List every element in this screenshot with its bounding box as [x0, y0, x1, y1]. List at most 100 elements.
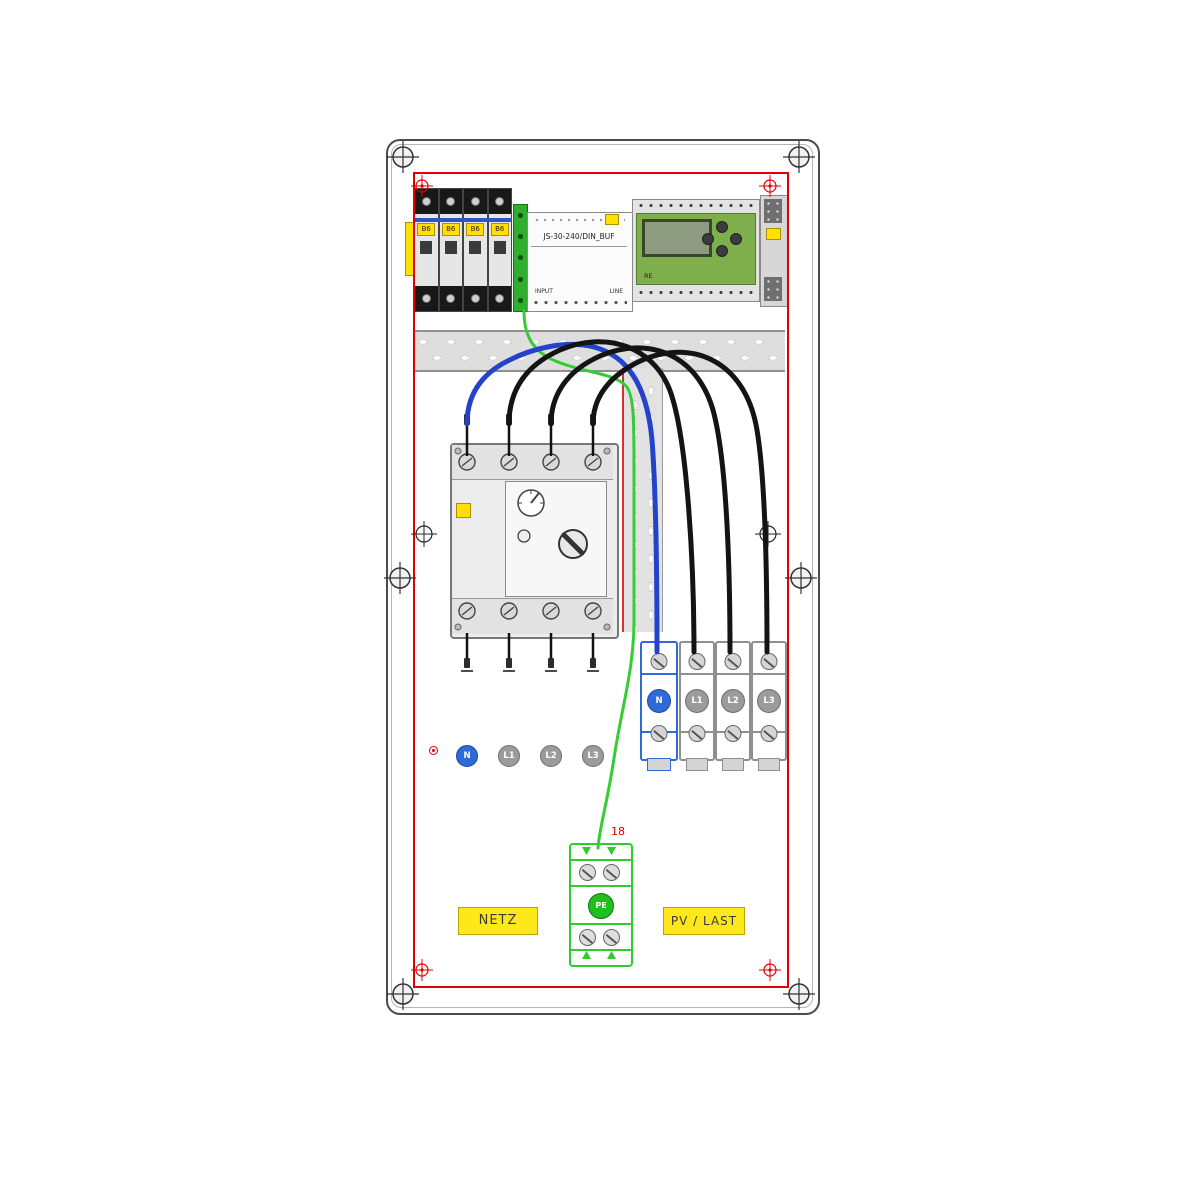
pe-terminal-block: PE [569, 843, 633, 967]
breaker-bottom-terminal [439, 286, 462, 311]
breaker-toggle [469, 241, 482, 254]
screw-dot [446, 294, 456, 303]
screw-dot [470, 197, 480, 206]
psu-device-tag [605, 214, 619, 225]
pe-divider [571, 885, 631, 887]
output-designator-l2: L2 [540, 745, 562, 767]
plc-button-left [702, 233, 714, 245]
contactor-top-terminal-strip [452, 445, 613, 480]
breaker-bottom-terminal [464, 286, 487, 311]
breaker-pole-1: B6 [414, 188, 439, 312]
terminal-screw [760, 725, 778, 742]
terminal-label-l2: L2 [721, 689, 745, 713]
screw-dot [421, 197, 431, 206]
breaker-rating-label: B6 [441, 223, 460, 236]
terminal-dot [518, 276, 523, 282]
psu-vent-holes [533, 216, 625, 224]
zone-label-netz: NETZ [458, 907, 538, 935]
zone-label-pv-last: PV / LAST [663, 907, 745, 935]
output-designator-l3: L3 [582, 745, 604, 767]
power-supply-module [527, 212, 633, 312]
terminal-screw [688, 653, 706, 670]
earth-terminal-strip [513, 204, 528, 312]
pe-wire-number: 18 [611, 825, 625, 838]
screw-dot [495, 197, 505, 206]
psu-terminal-row [531, 298, 627, 307]
terminal-screw [724, 725, 742, 742]
plc-button-up [716, 221, 728, 233]
plc-top-terminals [636, 201, 754, 210]
psu-model-label: JS-30-240/DIN_BUF [543, 232, 615, 241]
plc-button-down [716, 245, 728, 257]
contactor-device-tag [456, 503, 471, 518]
wiring-duct-vertical [622, 368, 663, 632]
terminal-divider [753, 673, 785, 675]
terminal-screw [760, 653, 778, 670]
terminal-block-l1: L1 [679, 641, 715, 771]
terminal-foot [647, 758, 671, 771]
terminal-label-n: N [647, 689, 671, 713]
terminal-foot [758, 758, 780, 771]
plc-button-right [730, 233, 742, 245]
psu-input-label: INPUT [535, 288, 553, 295]
breaker-toggle [444, 241, 457, 254]
breaker-toggle [420, 241, 433, 254]
accessory-device-tag [766, 228, 781, 240]
psu-divider [531, 246, 627, 247]
pe-divider [571, 859, 631, 861]
terminal-dot [518, 213, 523, 219]
terminal-block-n: N [640, 641, 678, 771]
pe-divider [571, 949, 631, 951]
screw-dot [470, 294, 480, 303]
terminal-divider [642, 673, 676, 675]
breaker-top-terminal [488, 189, 511, 214]
output-designator-n: N [456, 745, 478, 767]
psu-io-labels: INPUT LINE [535, 288, 623, 295]
terminal-dot [518, 297, 523, 303]
terminal-block-l2: L2 [715, 641, 751, 771]
breaker-rating-label: B6 [490, 223, 509, 236]
screw-dot [495, 294, 505, 303]
breaker-pole-4: B6 [487, 188, 512, 312]
output-designator-l1: L1 [498, 745, 520, 767]
circuit-breaker-group: B6 B6 B6 B6 [414, 188, 512, 312]
contactor-control-panel [505, 481, 607, 597]
breaker-bottom-terminal [415, 286, 438, 311]
terminal-foot [686, 758, 708, 771]
terminal-screw [650, 725, 668, 742]
breaker-rating-label: B6 [417, 223, 436, 236]
breaker-top-terminal [415, 189, 438, 214]
terminal-screw [724, 653, 742, 670]
pe-screw [579, 864, 596, 881]
busbar-comb [414, 218, 512, 222]
breaker-rating-label: B6 [466, 223, 485, 236]
pe-screw [603, 929, 620, 946]
terminal-foot [722, 758, 744, 771]
breaker-pole-3: B6 [463, 188, 488, 312]
breaker-top-terminal [439, 189, 462, 214]
terminal-label-l1: L1 [685, 689, 709, 713]
psu-line-label: LINE [609, 288, 623, 295]
terminal-label-l3: L3 [757, 689, 781, 713]
breaker-top-terminal [464, 189, 487, 214]
accessory-connector-top [764, 199, 782, 223]
reference-marker [429, 746, 438, 755]
breaker-bottom-terminal [488, 286, 511, 311]
pe-screw [579, 929, 596, 946]
plc-label: RE [644, 272, 653, 280]
terminal-block-l3: L3 [751, 641, 787, 771]
terminal-screw [688, 725, 706, 742]
breaker-toggle [493, 241, 506, 254]
din-rail [413, 330, 785, 372]
accessory-connector-bottom [764, 277, 782, 301]
terminal-divider [681, 673, 713, 675]
terminal-dot [518, 255, 523, 261]
terminal-screw [650, 653, 668, 670]
terminal-divider [717, 673, 749, 675]
pe-screw [603, 864, 620, 881]
pe-divider [571, 923, 631, 925]
plc-bottom-terminals [636, 288, 754, 297]
breaker-pole-2: B6 [438, 188, 463, 312]
screw-dot [446, 197, 456, 206]
